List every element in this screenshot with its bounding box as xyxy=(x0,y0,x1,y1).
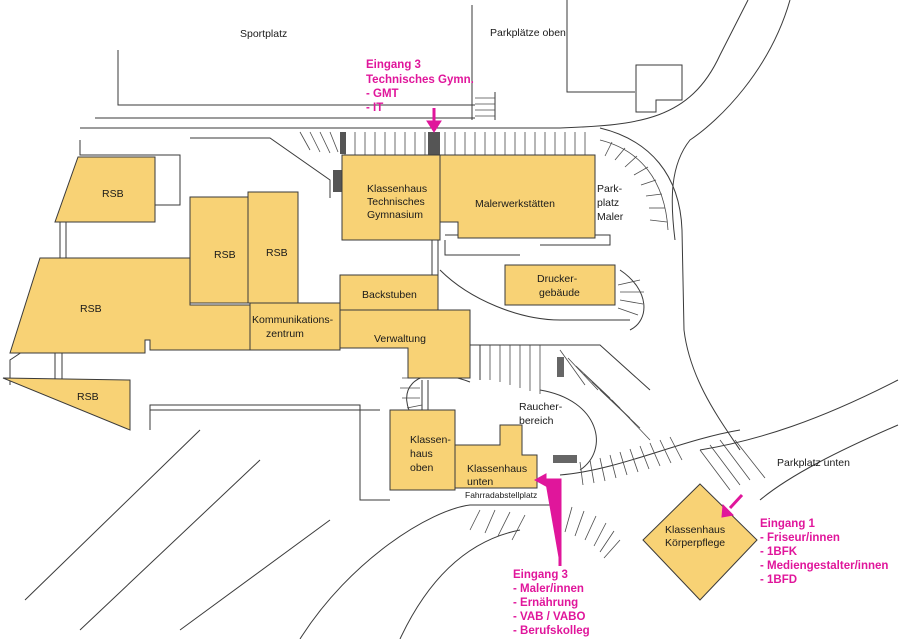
area-labels: Sportplatz Parkplätze oben Park- platz M… xyxy=(240,27,850,500)
label-klassenhaus-tg-2: Technisches xyxy=(367,196,425,208)
label-druckergebaeude-2: gebäude xyxy=(539,287,580,299)
entrance-bottom-1: Eingang 3 xyxy=(513,569,568,581)
building-labels: RSB RSB RSB RSB RSB Klassenhaus Technisc… xyxy=(77,183,725,549)
entrance-bottom-2: - Maler/innen xyxy=(513,583,584,595)
entrance-right-3: - 1BFK xyxy=(760,546,798,558)
label-kommunikationszentrum-1: Kommunikations- xyxy=(252,314,334,326)
label-klassenhaus-oben-1: Klassen- xyxy=(410,434,451,446)
building-verwaltung xyxy=(339,309,471,379)
entrance-bottom-5: - Berufskolleg xyxy=(513,625,590,637)
entrance-right-4: - Mediengestalter/innen xyxy=(760,560,888,572)
label-parkplatz-maler-3: Maler xyxy=(597,211,624,223)
label-raucherbereich-2: bereich xyxy=(519,415,554,427)
entrance-bottom-3: - Ernährung xyxy=(513,597,578,609)
label-klassenhaus-tg-1: Klassenhaus xyxy=(367,183,427,195)
label-fahrradabstellplatz: Fahrradabstellplatz xyxy=(465,490,537,500)
label-rsb-3: RSB xyxy=(77,391,99,403)
label-koerperpflege-1: Klassenhaus xyxy=(665,524,725,536)
building-druckergebaeude xyxy=(504,264,616,306)
label-rsb-1: RSB xyxy=(102,188,124,200)
entrance-bottom-4: - VAB / VABO xyxy=(513,611,585,623)
label-parkplatz-maler-1: Park- xyxy=(597,183,623,195)
building-klassenhaus-tg xyxy=(341,154,441,241)
label-koerperpflege-2: Körperpflege xyxy=(665,537,725,549)
entry-markers xyxy=(333,132,577,463)
entrance-top-2: Technisches Gymn. xyxy=(366,74,474,86)
label-kommunikationszentrum-2: zentrum xyxy=(266,328,304,340)
entrance-arrows xyxy=(426,108,744,566)
label-klassenhaus-tg-3: Gymnasium xyxy=(367,209,423,221)
site-lines xyxy=(9,0,899,639)
entrance-top-3: - GMT xyxy=(366,88,399,100)
label-malerwerkstaetten: Malerwerkstätten xyxy=(475,198,555,210)
building-klassenhaus-oben xyxy=(389,409,456,491)
label-rsb-2: RSB xyxy=(80,303,102,315)
label-parkplatz-unten: Parkplatz unten xyxy=(777,457,850,469)
entrance-right-1: Eingang 1 xyxy=(760,518,816,530)
entrance-right-5: - 1BFD xyxy=(760,574,797,586)
label-klassenhaus-unten-1: Klassenhaus xyxy=(467,463,527,475)
label-backstuben: Backstuben xyxy=(362,289,417,301)
parking-stalls xyxy=(299,131,766,559)
entrance-labels: Eingang 3 Technisches Gymn. - GMT - IT E… xyxy=(366,59,888,637)
label-verwaltung: Verwaltung xyxy=(374,333,426,345)
label-sportplatz: Sportplatz xyxy=(240,28,287,40)
label-parkplatz-maler-2: platz xyxy=(597,197,619,209)
label-klassenhaus-oben-2: haus xyxy=(410,448,433,460)
label-klassenhaus-unten-2: unten xyxy=(467,476,493,488)
entrance-top-4: - IT xyxy=(366,102,383,114)
label-rsb-5: RSB xyxy=(266,247,288,259)
label-parkplaetze-oben: Parkplätze oben xyxy=(490,27,566,39)
label-klassenhaus-oben-3: oben xyxy=(410,462,434,474)
building-rsb-3 xyxy=(2,377,131,431)
buildings xyxy=(2,154,758,601)
label-raucherbereich-1: Raucher- xyxy=(519,401,563,413)
building-malerwerkstaetten xyxy=(439,154,596,239)
building-rsb-1 xyxy=(54,156,156,223)
entrance-right-2: - Friseur/innen xyxy=(760,532,840,544)
building-kommunikationszentrum xyxy=(249,302,341,351)
label-rsb-4: RSB xyxy=(214,249,236,261)
entrance-top-1: Eingang 3 xyxy=(366,59,421,71)
label-druckergebaeude-1: Drucker- xyxy=(537,273,578,285)
building-klassenhaus-unten xyxy=(454,424,538,489)
